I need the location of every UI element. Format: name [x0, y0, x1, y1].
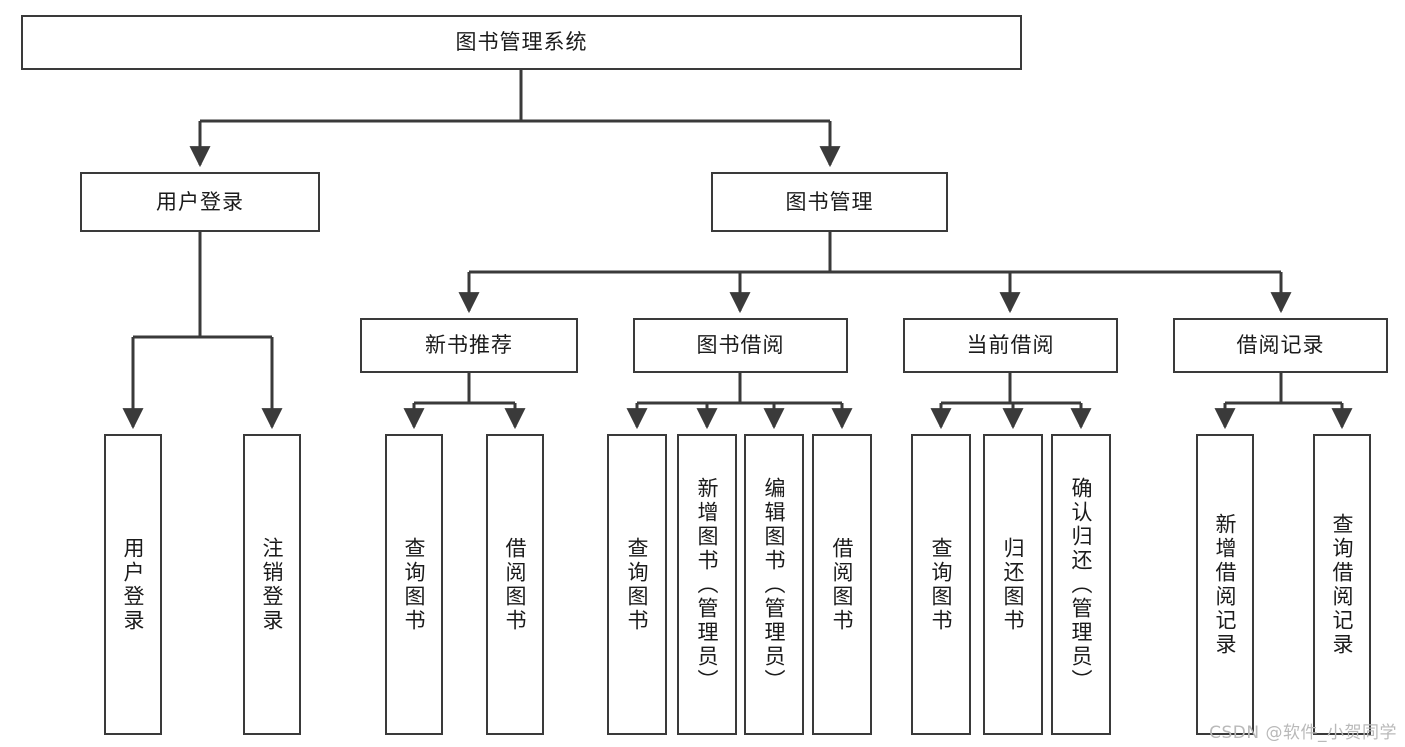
- node-leaf-query-book-1[interactable]: 查询图书: [385, 434, 443, 735]
- node-label: 图书管理: [785, 189, 874, 214]
- node-label: 图书借阅: [696, 333, 785, 358]
- node-leaf-add-borrow-record[interactable]: 新增借阅记录: [1196, 434, 1254, 735]
- node-leaf-query-book-3[interactable]: 查询图书: [911, 434, 971, 735]
- node-current-borrow[interactable]: 当前借阅: [903, 318, 1118, 373]
- node-book-management[interactable]: 图书管理: [711, 172, 948, 232]
- node-book-borrow[interactable]: 图书借阅: [633, 318, 848, 373]
- node-label: 确认归还（管理员）: [1069, 476, 1094, 693]
- node-label: 借阅图书: [503, 536, 528, 633]
- node-leaf-query-book-2[interactable]: 查询图书: [607, 434, 667, 735]
- node-label: 当前借阅: [966, 333, 1055, 358]
- watermark-text: CSDN @软件_小贺同学: [1209, 723, 1397, 743]
- node-leaf-logout[interactable]: 注销登录: [243, 434, 301, 735]
- node-label: 新增图书（管理员）: [695, 476, 720, 693]
- node-label: 借阅图书: [830, 536, 855, 633]
- node-label: 查询图书: [402, 536, 427, 633]
- node-label: 新增借阅记录: [1213, 512, 1238, 657]
- node-label: 查询图书: [929, 536, 954, 633]
- node-label: 用户登录: [121, 536, 146, 633]
- node-label: 查询借阅记录: [1330, 512, 1355, 657]
- node-leaf-query-borrow-record[interactable]: 查询借阅记录: [1313, 434, 1371, 735]
- node-leaf-borrow-book-1[interactable]: 借阅图书: [486, 434, 544, 735]
- node-label: 注销登录: [260, 536, 285, 633]
- node-label: 图书管理系统: [455, 30, 588, 55]
- node-leaf-borrow-book-2[interactable]: 借阅图书: [812, 434, 872, 735]
- node-label: 新书推荐: [425, 333, 513, 358]
- node-leaf-add-book-admin[interactable]: 新增图书（管理员）: [677, 434, 737, 735]
- node-leaf-confirm-return-admin[interactable]: 确认归还（管理员）: [1051, 434, 1111, 735]
- node-root-system[interactable]: 图书管理系统: [21, 15, 1022, 70]
- node-leaf-edit-book-admin[interactable]: 编辑图书（管理员）: [744, 434, 804, 735]
- node-label: 借阅记录: [1236, 333, 1325, 358]
- node-new-book-recommend[interactable]: 新书推荐: [360, 318, 578, 373]
- node-user-login[interactable]: 用户登录: [80, 172, 320, 232]
- node-label: 查询图书: [625, 536, 650, 633]
- node-label: 归还图书: [1001, 536, 1026, 633]
- node-label: 编辑图书（管理员）: [762, 476, 787, 693]
- node-leaf-user-login[interactable]: 用户登录: [104, 434, 162, 735]
- node-label: 用户登录: [156, 189, 244, 214]
- node-leaf-return-book[interactable]: 归还图书: [983, 434, 1043, 735]
- node-borrow-record[interactable]: 借阅记录: [1173, 318, 1388, 373]
